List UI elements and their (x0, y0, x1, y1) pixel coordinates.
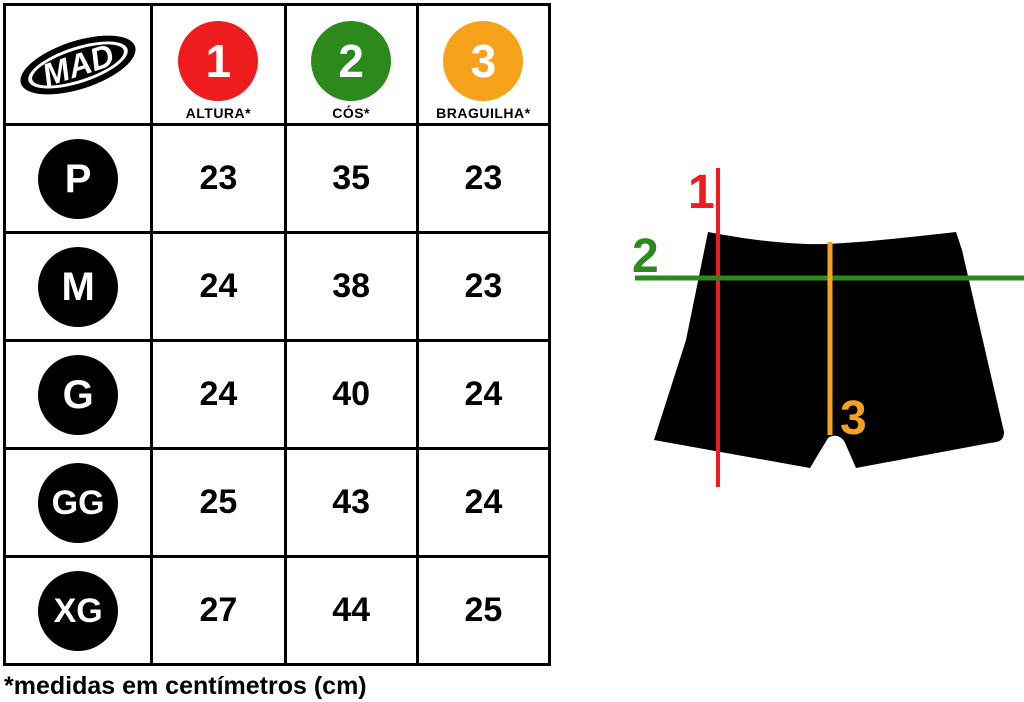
value-cell: 27 (150, 555, 287, 666)
header-cell-cos: 2 CÓS* (283, 3, 419, 126)
cos-value: 44 (332, 591, 371, 629)
shorts-measurement-diagram: 1 2 3 (632, 166, 1024, 487)
header-cell-braguilha: 3 BRAGUILHA* (415, 3, 552, 126)
value-cell: 38 (283, 231, 419, 342)
braguilha-value: 23 (464, 159, 503, 197)
value-cell: 40 (283, 339, 419, 450)
header-number-badge-3: 3 (443, 20, 524, 101)
header-number-badge-2: 2 (311, 20, 392, 101)
diagram-label-1: 1 (688, 166, 715, 219)
value-cell: 23 (415, 123, 552, 234)
table-header-row: MAD 1 ALTURA* 2 CÓS* 3 BRAGUILHA* (2, 3, 552, 126)
size-cell: G (2, 339, 154, 450)
header-number-badge-1: 1 (178, 20, 259, 101)
brand-logo: MAD (20, 35, 136, 94)
size-badge-p: P (38, 138, 119, 219)
altura-value: 24 (199, 375, 238, 413)
size-badge-m: M (38, 246, 119, 327)
value-cell: 25 (150, 447, 287, 558)
size-cell: GG (2, 447, 154, 558)
size-chart-table: MAD 1 ALTURA* 2 CÓS* 3 BRAGUILHA* P 23 3… (2, 3, 552, 666)
value-cell: 24 (150, 231, 287, 342)
value-cell: 23 (415, 231, 552, 342)
value-cell: 24 (415, 339, 552, 450)
braguilha-value: 23 (464, 267, 503, 305)
table-row-gg: GG 25 43 24 (2, 447, 552, 558)
braguilha-value: 25 (464, 591, 503, 629)
size-badge-xg: XG (38, 570, 119, 651)
size-cell: XG (2, 555, 154, 666)
altura-value: 25 (199, 483, 238, 521)
table-row-xg: XG 27 44 25 (2, 555, 552, 666)
braguilha-value: 24 (464, 375, 503, 413)
altura-value: 23 (199, 159, 238, 197)
value-cell: 43 (283, 447, 419, 558)
value-cell: 23 (150, 123, 287, 234)
cos-value: 40 (332, 375, 371, 413)
header-cell-altura: 1 ALTURA* (150, 3, 287, 126)
table-row-m: M 24 38 23 (2, 231, 552, 342)
cos-value: 43 (332, 483, 371, 521)
header-label-braguilha: BRAGUILHA* (436, 104, 531, 121)
table-row-p: P 23 35 23 (2, 123, 552, 234)
braguilha-value: 24 (464, 483, 503, 521)
logo-cell: MAD (2, 3, 154, 126)
altura-value: 27 (199, 591, 238, 629)
size-cell: M (2, 231, 154, 342)
cos-value: 38 (332, 267, 371, 305)
value-cell: 25 (415, 555, 552, 666)
header-label-cos: CÓS* (332, 104, 371, 121)
value-cell: 44 (283, 555, 419, 666)
size-badge-g: G (38, 354, 119, 435)
diagram-label-2: 2 (632, 230, 659, 283)
altura-value: 24 (199, 267, 238, 305)
value-cell: 35 (283, 123, 419, 234)
cos-value: 35 (332, 159, 371, 197)
value-cell: 24 (415, 447, 552, 558)
measurement-footnote: *medidas em centímetros (cm) (4, 672, 367, 700)
size-badge-gg: GG (38, 462, 119, 543)
value-cell: 24 (150, 339, 287, 450)
size-cell: P (2, 123, 154, 234)
table-row-g: G 24 40 24 (2, 339, 552, 450)
header-label-altura: ALTURA* (185, 104, 252, 121)
diagram-label-3: 3 (840, 392, 867, 445)
